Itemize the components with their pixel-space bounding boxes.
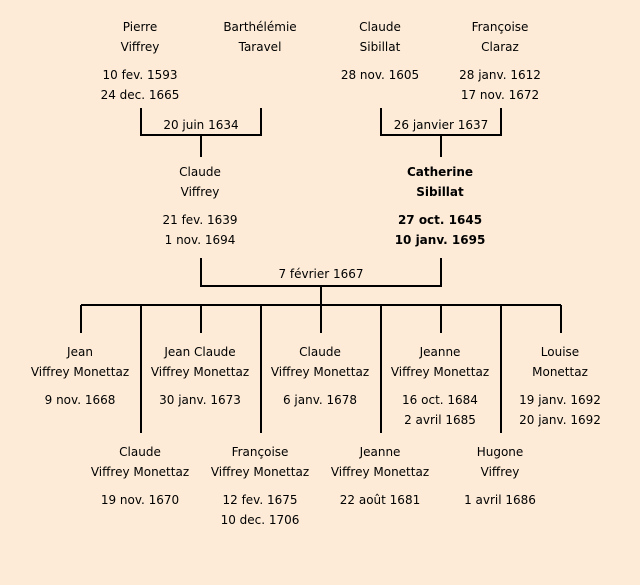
- last-name: Viffrey: [480, 465, 520, 479]
- birth-date: 22 août 1681: [339, 493, 421, 507]
- death-date: 20 janv. 1692: [519, 413, 601, 427]
- death-date: [15, 410, 145, 430]
- birth-date: 30 janv. 1673: [159, 393, 241, 407]
- dates: 10 fev. 1593 24 dec. 1665: [75, 65, 205, 105]
- first-name: Catherine: [406, 165, 474, 179]
- death-date: 2 avril 1685: [404, 413, 476, 427]
- birth-date: 28 nov. 1605: [340, 68, 420, 82]
- marriage-bracket-parents: [200, 258, 442, 305]
- dates: 12 fev. 1675 10 dec. 1706: [195, 490, 325, 530]
- child-drops-short: [80, 305, 562, 333]
- death-date: 10 dec. 1706: [220, 513, 300, 527]
- birth-date: 21 fev. 1639: [162, 213, 238, 227]
- dates: 27 oct. 1645 10 janv. 1695: [375, 210, 505, 250]
- last-name: Viffrey Monettaz: [390, 365, 490, 379]
- death-date: 10 janv. 1695: [394, 233, 486, 247]
- last-name: Viffrey Monettaz: [30, 365, 130, 379]
- dates: 6 janv. 1678: [255, 390, 385, 430]
- birth-date: 12 fev. 1675: [222, 493, 298, 507]
- first-name: Barthélémie: [223, 20, 297, 34]
- first-name: Jean: [67, 345, 93, 359]
- death-date: [255, 410, 385, 430]
- death-date: [135, 410, 265, 430]
- last-name: Viffrey: [120, 40, 160, 54]
- birth-date: 28 janv. 1612: [459, 68, 541, 82]
- first-name: Louise: [540, 345, 580, 359]
- first-name: Jean Claude: [164, 345, 236, 359]
- birth-date: 1 avril 1686: [464, 493, 536, 507]
- death-date: 1 nov. 1694: [164, 233, 236, 247]
- last-name: Viffrey Monettaz: [210, 465, 310, 479]
- birth-date: 10 fev. 1593: [102, 68, 178, 82]
- birth-date: 19 janv. 1692: [519, 393, 601, 407]
- death-date: 24 dec. 1665: [100, 88, 180, 102]
- dates: [195, 65, 325, 105]
- first-name: Jeanne: [419, 345, 461, 359]
- marriage-date: 26 janvier 1637: [393, 118, 489, 132]
- birth-date: 6 janv. 1678: [282, 393, 358, 407]
- dates: 22 août 1681: [315, 490, 445, 530]
- death-date: [195, 85, 325, 105]
- marriage-date: 20 juin 1634: [163, 118, 239, 132]
- dates: 19 nov. 1670: [75, 490, 205, 530]
- dates: 16 oct. 1684 2 avril 1685: [375, 390, 505, 430]
- death-date: 17 nov. 1672: [460, 88, 540, 102]
- first-name: Pierre: [122, 20, 158, 34]
- death-date: [315, 510, 445, 530]
- birth-date: 9 nov. 1668: [44, 393, 116, 407]
- last-name: Taravel: [238, 40, 282, 54]
- first-name: Françoise: [471, 20, 529, 34]
- last-name: Claraz: [481, 40, 519, 54]
- child-drops-long: [140, 305, 502, 433]
- death-date: [315, 85, 445, 105]
- marriage-date: 7 février 1667: [278, 267, 364, 281]
- last-name: Viffrey Monettaz: [330, 465, 430, 479]
- dates: 30 janv. 1673: [135, 390, 265, 430]
- dates: 9 nov. 1668: [15, 390, 145, 430]
- first-name: Hugone: [476, 445, 524, 459]
- first-name: Claude: [119, 445, 161, 459]
- dates: 19 janv. 1692 20 janv. 1692: [495, 390, 625, 430]
- death-date: [435, 510, 565, 530]
- last-name: Viffrey Monettaz: [150, 365, 250, 379]
- birth-date: 16 oct. 1684: [402, 393, 478, 407]
- first-name: Claude: [299, 345, 341, 359]
- marriage-bracket-right: [380, 108, 502, 157]
- birth-date: 27 oct. 1645: [397, 213, 483, 227]
- dates: 21 fev. 1639 1 nov. 1694: [135, 210, 265, 250]
- last-name: Sibillat: [416, 185, 464, 199]
- first-name: Claude: [359, 20, 401, 34]
- death-date: [75, 510, 205, 530]
- birth-date: [195, 65, 325, 85]
- dates: 28 nov. 1605: [315, 65, 445, 105]
- birth-date: 19 nov. 1670: [100, 493, 180, 507]
- last-name: Viffrey: [180, 185, 220, 199]
- first-name: Jeanne: [359, 445, 401, 459]
- last-name: Sibillat: [359, 40, 401, 54]
- last-name: Viffrey Monettaz: [270, 365, 370, 379]
- first-name: Françoise: [231, 445, 289, 459]
- first-name: Claude: [179, 165, 221, 179]
- last-name: Viffrey Monettaz: [90, 465, 190, 479]
- dates: 1 avril 1686: [435, 490, 565, 530]
- dates: 28 janv. 1612 17 nov. 1672: [435, 65, 565, 105]
- last-name: Monettaz: [532, 365, 588, 379]
- marriage-bracket-left: [140, 108, 262, 157]
